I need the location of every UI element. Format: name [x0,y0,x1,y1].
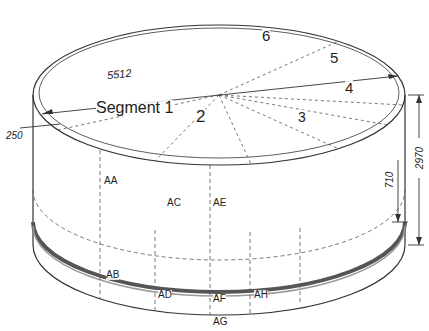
plate-label: AD [158,290,172,300]
segment-number: 4 [345,80,353,95]
weld-band [33,222,405,292]
plate-seam [210,165,211,315]
segment-line [219,95,339,149]
segment-line [58,95,219,130]
segment-number: 2 [196,108,205,125]
plate-label: AC [167,198,181,208]
segment-line [219,95,403,105]
arrowhead [388,74,398,79]
segment-number: 5 [330,50,338,65]
plate-label: AE [213,198,226,208]
extension-line [408,245,424,246]
extension-line [408,95,424,96]
plate-label: AA [104,176,117,186]
tank-rim-inner [39,28,399,158]
dimension-value: 250 [6,131,23,141]
segment-line [219,41,339,95]
tank-rim-outer [33,25,405,165]
segment-label: Segment 1 [96,100,173,116]
arrowhead [416,95,422,103]
course-line [33,190,405,260]
extension-line [392,222,408,223]
plate-seam [300,228,301,305]
plate-label: AG [213,317,227,327]
dimension-value: 5512 [105,67,132,81]
plate-seam [155,230,156,310]
segment-line [219,95,251,164]
dimension-value: 2970 [415,146,425,170]
segment-number: 3 [298,110,306,124]
dimension-line [419,178,420,245]
arrowhead [416,237,422,245]
plate-label: AF [213,294,226,304]
plate-seam [100,150,101,299]
plate-seam [250,232,251,314]
dimension-value: 710 [385,171,395,190]
arrowhead [42,109,53,114]
segment-number: 6 [262,28,270,43]
plate-label: AH [254,290,268,300]
plate-label: AB [106,270,119,280]
dimension-line [20,124,60,128]
weld-band [33,226,405,296]
dimension-line [398,160,399,222]
arrowhead [395,214,401,222]
shell-bottom [33,245,405,315]
